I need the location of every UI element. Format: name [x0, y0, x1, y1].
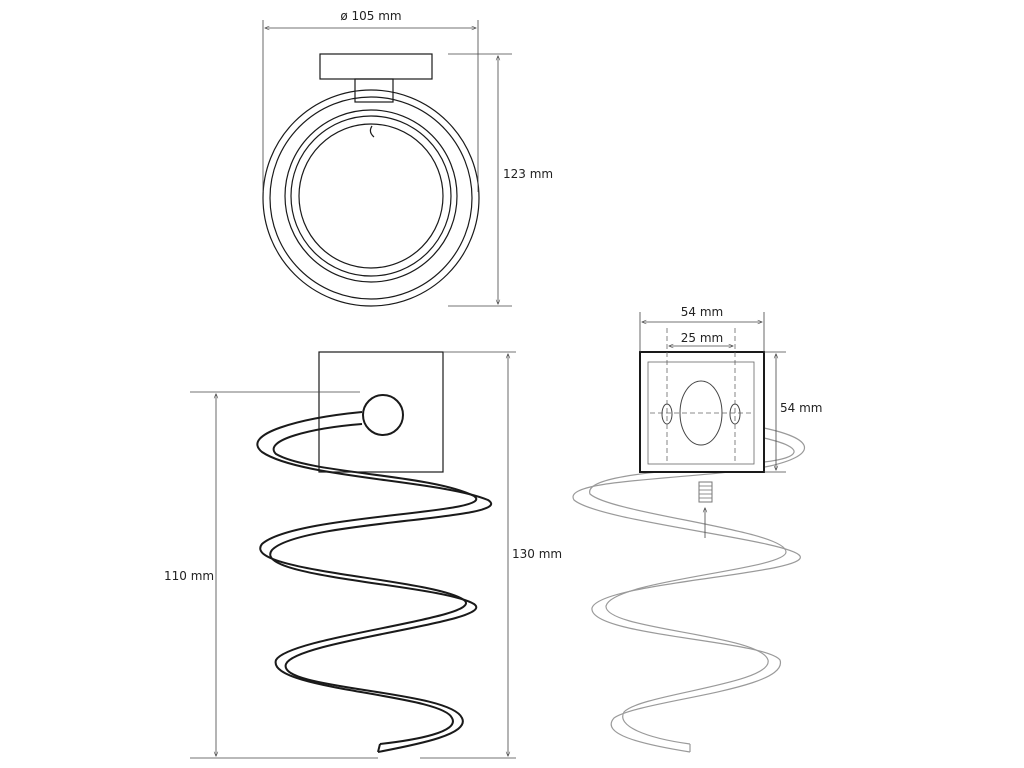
back-mount-plate-recess [647, 361, 755, 465]
spiral-coil-inner [259, 423, 478, 745]
diameter-label: ø 105 mm [340, 9, 401, 23]
top-mount-plate [319, 53, 433, 80]
top-mount-neck [354, 78, 394, 103]
top-view: ø 105 mm 123 mm [262, 9, 553, 307]
hole-spacing-label: 25 mm [681, 331, 723, 345]
back-mount-plate [639, 351, 765, 473]
total-height-label: 130 mm [512, 547, 562, 561]
ring-outer-inner-edge [269, 96, 473, 300]
ghost-spiral-coil-inner [589, 437, 795, 745]
plate-height-label: 54 mm [780, 401, 822, 415]
side-mount-plate [318, 351, 444, 473]
spiral-coil [256, 411, 493, 753]
side-mount-knob [362, 394, 404, 436]
ring-middle [284, 109, 458, 283]
back-view: 54 mm 25 mm 54 mm [572, 305, 822, 753]
plate-width-label: 54 mm [681, 305, 723, 319]
ghost-spiral-coil [572, 427, 805, 753]
side-view: 110 mm 130 mm [164, 351, 562, 759]
top-height-label: 123 mm [503, 167, 553, 181]
spiral-height-label: 110 mm [164, 569, 214, 583]
ring-inner [298, 123, 444, 269]
screw-icon [698, 481, 713, 503]
ring-end-tip [369, 125, 375, 138]
ring-middle-inner-edge [290, 115, 452, 277]
ring-outer [262, 89, 480, 307]
spiral-end-cap [377, 743, 381, 753]
